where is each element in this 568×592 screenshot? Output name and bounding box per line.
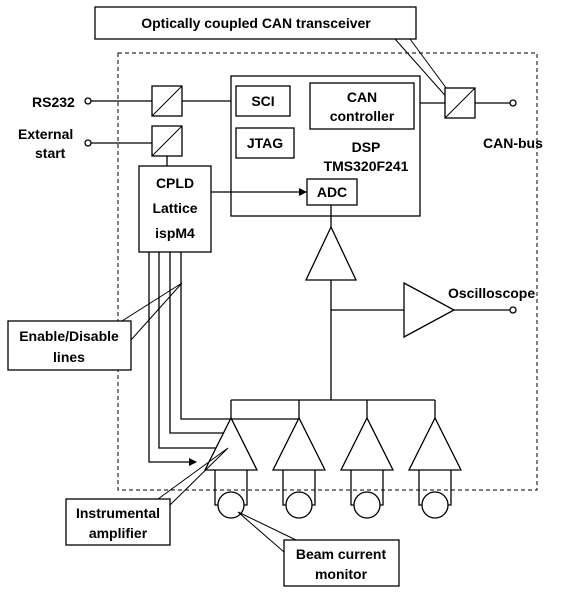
oscilloscope-amplifier (403, 281, 456, 339)
sci-block (235, 85, 291, 117)
dsp-name-1: DSP (352, 139, 381, 155)
rs232-label: RS232 (32, 94, 75, 110)
amplifier-callout-text-2: amplifier (89, 525, 148, 541)
can-bus-terminal (509, 99, 517, 107)
external-start-label-1: External (18, 126, 73, 142)
beam-current-monitor-4 (421, 491, 449, 519)
board-outline (117, 52, 538, 491)
enable-lines-pointer (121, 282, 183, 341)
dsp-name-2: TMS320F241 (324, 158, 409, 174)
instrumental-amplifier-2 (271, 416, 327, 471)
rs232-terminal (84, 97, 92, 105)
beam-monitor-callout-text-2: monitor (315, 566, 368, 582)
instrumental-amplifier-1 (203, 416, 259, 471)
jtag-block (235, 127, 295, 159)
beam-monitor-callout-box (283, 539, 400, 587)
enable-lines-text-1: Enable/Disable (19, 328, 119, 344)
cpld-block (138, 165, 212, 253)
beam-current-monitor-1 (217, 491, 245, 519)
enable-lines-callout-box (7, 320, 132, 371)
main-buffer-amplifier (304, 225, 358, 281)
external-start-terminal (84, 139, 92, 147)
jtag-label: JTAG (247, 135, 283, 151)
cpld-label-3: ispM4 (155, 225, 195, 241)
beam-current-monitor-3 (353, 491, 381, 519)
sci-label: SCI (251, 93, 274, 109)
enable-line-3 (169, 252, 232, 434)
beam-current-monitor-2 (285, 491, 313, 519)
can-controller-label-1: CAN (347, 89, 377, 105)
beam-monitor-callout-pointer (237, 511, 297, 553)
enable-line-1 (148, 252, 197, 466)
beam-monitor-callout-text-1: Beam current (296, 546, 387, 562)
adc-block (306, 178, 358, 206)
enable-line-2 (158, 252, 216, 449)
oscilloscope-label: Oscilloscope (448, 285, 535, 301)
amplifier-callout-box (65, 498, 171, 546)
cpld-label-1: CPLD (156, 175, 194, 191)
can-controller-label-2: controller (330, 108, 395, 124)
cpld-label-2: Lattice (152, 200, 197, 216)
instrumental-amplifier-3 (339, 416, 395, 471)
adc-label: ADC (317, 184, 347, 200)
can-controller-block (309, 82, 415, 130)
transceiver-callout-box (94, 6, 417, 40)
instrumental-amplifier-4 (407, 416, 463, 471)
enable-lines-text-2: lines (53, 349, 85, 365)
external-start-label-2: start (35, 145, 66, 161)
amplifier-callout-text-1: Instrumental (76, 505, 160, 521)
amplifier-callout-pointer (157, 447, 229, 506)
transceiver-callout-text: Optically coupled CAN transceiver (141, 15, 371, 31)
can-bus-label: CAN-bus (483, 135, 543, 151)
oscilloscope-terminal (509, 306, 517, 314)
enable-line-4 (180, 252, 300, 420)
